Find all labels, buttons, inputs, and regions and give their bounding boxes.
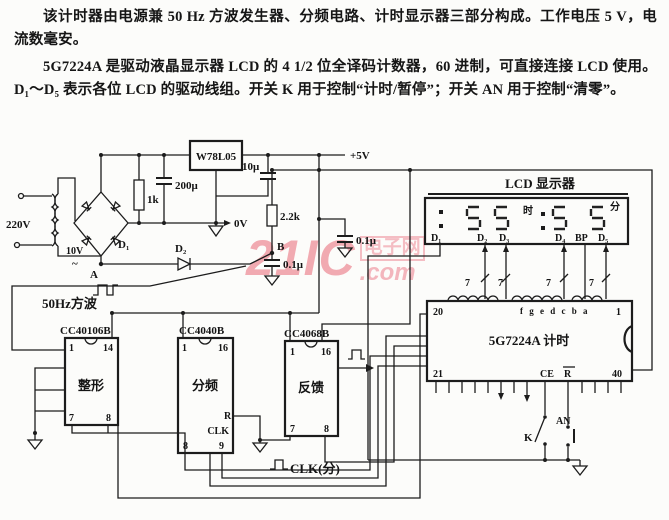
transformer: 220V 10V ~ <box>6 177 101 270</box>
lcd-bp: BP <box>575 233 588 244</box>
pin-20: 20 <box>433 307 443 318</box>
chip-divider: CC4040B 1 16 R CLK 8 9 分频 <box>176 325 235 455</box>
pin-8: 8 <box>324 424 329 435</box>
pin-8: 8 <box>183 441 188 452</box>
bundle-count: 7 <box>465 278 470 289</box>
pin-16: 16 <box>218 343 228 354</box>
pin-1: 1 <box>290 347 295 358</box>
square-wave-glyph <box>93 284 118 296</box>
chip-shaper-func: 整形 <box>77 378 104 393</box>
lcd-display: LCD 显示器 时 分 D₁ D₂ D₃ D₄ BP D₅ <box>423 176 630 246</box>
pin-40: 40 <box>612 369 622 380</box>
bundle-count: 7 <box>589 278 594 289</box>
clk-min-glyph <box>270 459 288 470</box>
ac-symbol: ~ <box>72 258 78 270</box>
paragraph-1: 该计时器由电源兼 50 Hz 方波发生器、分频电路、计时显示器三部分构成。工作电… <box>14 9 657 49</box>
pin-1: 1 <box>616 307 621 318</box>
pin-1: 1 <box>182 343 187 354</box>
chip-divider-name: CC4040B <box>179 325 225 337</box>
lcd-d1: D₁ <box>431 233 441 244</box>
lcd-d3: D₃ <box>499 233 509 244</box>
resistor-2k2: 2.2k <box>266 170 301 253</box>
bridge-diode-label: D₁ <box>118 239 129 251</box>
lcd-d5: D₅ <box>598 233 608 244</box>
bundle-count: 7 <box>498 278 503 289</box>
rail-5v-label: +5V <box>350 150 370 162</box>
capacitor-01u-rail-label: 0.1μ <box>356 235 377 247</box>
capacitor-01u-b-label: 0.1μ <box>283 259 304 271</box>
pin-7: 7 <box>69 413 74 424</box>
resistor-1k: 1k <box>133 155 160 223</box>
switch-an-label: AN <box>556 416 571 427</box>
lcd-digit <box>551 205 568 231</box>
square-wave-label: 50Hz方波 <box>42 296 98 311</box>
pin-clk: CLK <box>207 426 229 437</box>
capacitor-01u-rail: 0.1μ <box>317 217 377 259</box>
pin-ce: CE <box>540 369 554 380</box>
regulator-label: W78L05 <box>196 151 237 163</box>
chip-feedback: CC4068B 1 16 7 8 反馈 <box>283 328 340 438</box>
ground-shaper <box>26 433 44 451</box>
diode-d2-label: D₂ <box>175 243 187 255</box>
paragraph-2: 5G7224A 是驱动液晶显示器 LCD 的 4 1/2 位全译码计数器，60 … <box>14 58 657 99</box>
pin-r-bar: R <box>564 369 572 380</box>
ground-switches <box>571 460 589 477</box>
lcd-d4: D₄ <box>555 233 565 244</box>
chip-timer: 20 1 21 40 f g e d c b a 5G7224A 计时 CE R <box>425 295 634 402</box>
ground-rail <box>336 247 354 259</box>
ground-regulator <box>207 225 225 238</box>
chip-shaper: CC40106B 1 14 7 8 整形 <box>60 325 120 427</box>
driver-bundles: 7 7 7 7 <box>367 244 611 460</box>
bundle-count: 7 <box>546 278 551 289</box>
pin-9: 9 <box>219 441 224 452</box>
lcd-digit <box>589 205 606 231</box>
lcd-minute-label: 分 <box>610 200 620 213</box>
clk-min-label: CLK(分) <box>290 461 340 476</box>
lcd-digit <box>493 205 510 231</box>
feedback-wires <box>117 313 427 499</box>
ground-feedback <box>251 440 269 454</box>
node-a-label: A <box>90 269 98 281</box>
description-text: 该计时器由电源兼 50 Hz 方波发生器、分频电路、计时显示器三部分构成。工作电… <box>0 0 669 106</box>
lcd-hour-label: 时 <box>523 204 533 217</box>
mains-voltage-label: 220V <box>6 219 31 231</box>
chip-feedback-func: 反馈 <box>298 380 324 395</box>
pin-7: 7 <box>290 424 295 435</box>
chip-timer-name: 5G7224A 计时 <box>489 333 570 348</box>
chip-divider-func: 分频 <box>192 378 218 393</box>
pin-1: 1 <box>69 343 74 354</box>
switch-k-label: K <box>524 432 533 444</box>
chip-shaper-name: CC40106B <box>60 325 111 337</box>
control-switches: K AN <box>368 381 589 477</box>
lcd-title: LCD 显示器 <box>505 176 576 191</box>
voltage-regulator: W78L05 <box>188 139 244 226</box>
circuit-schematic: 220V 10V ~ D₁ 1k 200μ <box>6 139 653 499</box>
capacitor-10u: 10μ <box>216 153 276 197</box>
node-b-label: B <box>277 241 285 253</box>
capacitor-01u-b: B 0.1μ <box>263 241 304 287</box>
pulse-glyph <box>348 349 365 360</box>
capacitor-200u-label: 200μ <box>175 180 199 192</box>
secondary-voltage-label: 10V <box>66 246 84 257</box>
ground-b <box>263 275 281 287</box>
resistor-2k2-label: 2.2k <box>280 211 301 223</box>
resistor-1k-label: 1k <box>147 194 160 206</box>
capacitor-200u: 200μ <box>156 155 199 223</box>
pin-14: 14 <box>103 343 113 354</box>
chip-feedback-name: CC4068B <box>284 328 330 340</box>
pin-16: 16 <box>321 347 331 358</box>
lcd-digit <box>465 205 482 231</box>
segment-pin-labels: f g e d c b a <box>520 306 590 316</box>
capacitor-10u-label: 10μ <box>242 161 260 173</box>
rail-0v-label: 0V <box>234 218 248 230</box>
pin-8: 8 <box>106 413 111 424</box>
pin-r: R <box>224 411 232 422</box>
diode-d2: D₂ A <box>90 243 273 281</box>
pin-21: 21 <box>433 369 443 380</box>
lcd-d2: D₂ <box>477 233 487 244</box>
